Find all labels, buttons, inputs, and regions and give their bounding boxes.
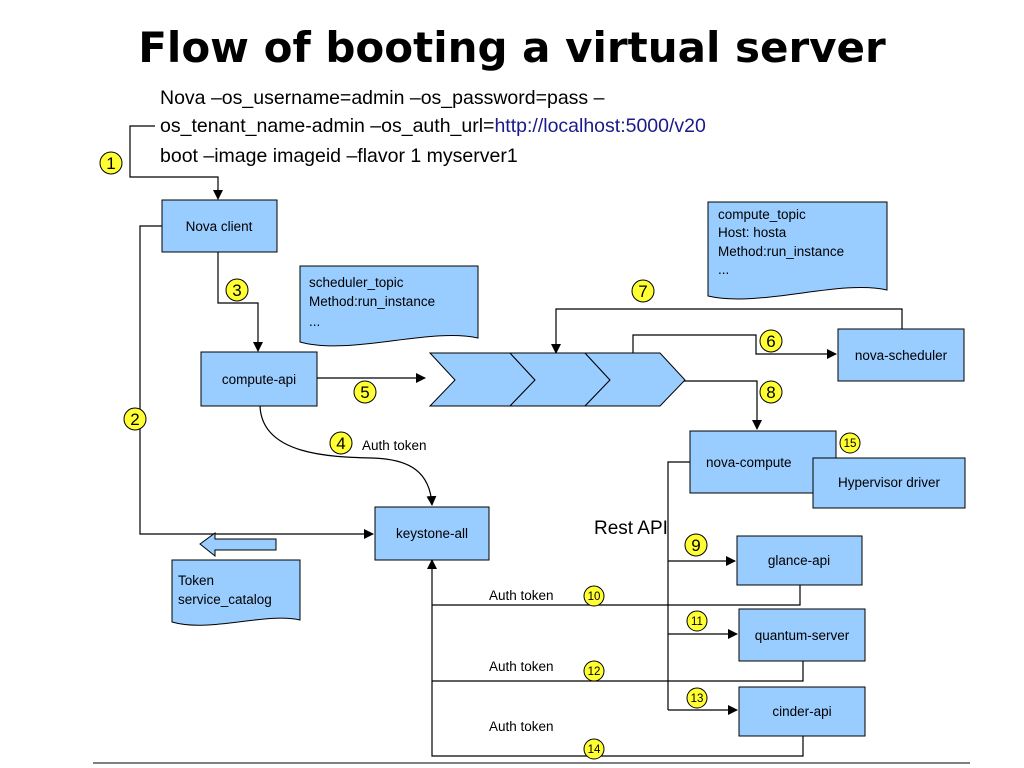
node-nova-compute[interactable]: nova-compute	[689, 430, 837, 494]
edge-6	[632, 334, 837, 359]
svg-text:8: 8	[766, 383, 775, 402]
edge-12	[432, 661, 804, 682]
nova-client-label: Nova client	[186, 219, 253, 234]
quantum-server-label: quantum-server	[755, 628, 850, 643]
step-badge-4: 4	[329, 431, 353, 455]
edge-10	[432, 585, 801, 606]
node-glance-api[interactable]: glance-api	[736, 535, 863, 586]
svg-text:5: 5	[360, 383, 369, 402]
node-nova-client[interactable]: Nova client	[161, 199, 278, 253]
auth-token-label-10: Auth token	[489, 588, 554, 603]
compute-note-line-2: Host: hosta	[718, 225, 787, 240]
compute-api-label: compute-api	[222, 372, 296, 387]
scheduler-note-line-1: scheduler_topic	[309, 275, 404, 290]
scheduler-note-line-3: ...	[309, 314, 320, 329]
node-keystone-all[interactable]: keystone-all	[374, 506, 490, 561]
edge-14	[427, 559, 804, 757]
svg-text:9: 9	[691, 536, 700, 555]
svg-text:6: 6	[766, 332, 775, 351]
token-note: Token service_catalog	[171, 559, 301, 626]
step-badge-5: 5	[353, 380, 377, 404]
glance-api-label: glance-api	[768, 553, 830, 568]
step-badge-11: 11	[686, 610, 708, 632]
nova-compute-label: nova-compute	[706, 455, 792, 470]
command-line-2-prefix: os_tenant_name-admin –os_auth_url=	[160, 115, 494, 137]
command-line-1: Nova –os_username=admin –os_password=pas…	[160, 87, 605, 109]
auth-token-label-4: Auth token	[362, 438, 427, 453]
token-note-line-1: Token	[178, 573, 214, 588]
rest-trunk	[667, 461, 690, 710]
token-note-line-2: service_catalog	[178, 592, 272, 607]
command-line-3: boot –image imageid –flavor 1 myserver1	[160, 145, 518, 167]
compute-note-line-3: Method:run_instance	[718, 244, 844, 259]
scheduler-note-line-2: Method:run_instance	[309, 294, 435, 309]
node-cinder-api[interactable]: cinder-api	[738, 686, 866, 737]
compute-note-line-1: compute_topic	[718, 207, 806, 222]
edge-2	[139, 225, 374, 539]
edge-7	[551, 308, 903, 354]
svg-text:7: 7	[638, 282, 647, 301]
step-badge-1: 1	[99, 151, 123, 175]
step-badge-14: 14	[583, 738, 605, 760]
svg-text:3: 3	[232, 281, 241, 300]
hypervisor-driver-label: Hypervisor driver	[838, 475, 941, 490]
step-badge-10: 10	[583, 585, 605, 607]
step-badge-13: 13	[686, 687, 708, 709]
step-badge-3: 3	[225, 278, 249, 302]
svg-text:15: 15	[844, 438, 857, 450]
svg-text:4: 4	[336, 434, 345, 453]
svg-text:10: 10	[588, 591, 601, 603]
edge-8	[684, 380, 762, 430]
step-badge-9: 9	[684, 533, 708, 557]
keystone-all-label: keystone-all	[396, 526, 468, 541]
step-badge-6: 6	[759, 329, 783, 353]
svg-text:12: 12	[588, 666, 601, 678]
auth-token-label-14: Auth token	[489, 719, 554, 734]
edge-3	[217, 252, 263, 352]
queue-segment-3	[583, 352, 686, 407]
page-title: Flow of booting a virtual server	[138, 23, 886, 72]
node-quantum-server[interactable]: quantum-server	[738, 608, 866, 662]
return-arrow-icon	[199, 532, 277, 558]
cinder-api-label: cinder-api	[772, 704, 831, 719]
compute-note-line-4: ...	[718, 262, 729, 277]
edge-4	[259, 405, 437, 506]
auth-token-label-12: Auth token	[489, 659, 554, 674]
step-badge-8: 8	[759, 380, 783, 404]
scheduler-topic-note: scheduler_topic Method:run_instance ...	[299, 265, 479, 347]
svg-text:14: 14	[588, 744, 601, 756]
command-line-2: os_tenant_name-admin –os_auth_url=http:/…	[160, 115, 706, 137]
auth-url-link[interactable]: http://localhost:5000/v20	[494, 115, 706, 137]
rest-api-label: Rest API	[594, 518, 668, 539]
message-queue	[428, 352, 686, 407]
node-nova-scheduler[interactable]: nova-scheduler	[837, 328, 965, 382]
svg-text:2: 2	[130, 410, 139, 429]
node-compute-api[interactable]: compute-api	[200, 351, 318, 407]
nova-scheduler-label: nova-scheduler	[855, 348, 948, 363]
edge-1	[129, 125, 223, 200]
svg-text:13: 13	[691, 693, 704, 705]
svg-text:1: 1	[106, 154, 115, 173]
step-badge-15: 15	[839, 432, 861, 454]
compute-topic-note: compute_topic Host: hosta Method:run_ins…	[707, 201, 888, 300]
step-badge-12: 12	[583, 660, 605, 682]
svg-text:11: 11	[691, 616, 703, 628]
node-hypervisor-driver[interactable]: Hypervisor driver	[812, 457, 966, 509]
step-badge-7: 7	[631, 279, 655, 303]
step-badge-2: 2	[123, 407, 147, 431]
